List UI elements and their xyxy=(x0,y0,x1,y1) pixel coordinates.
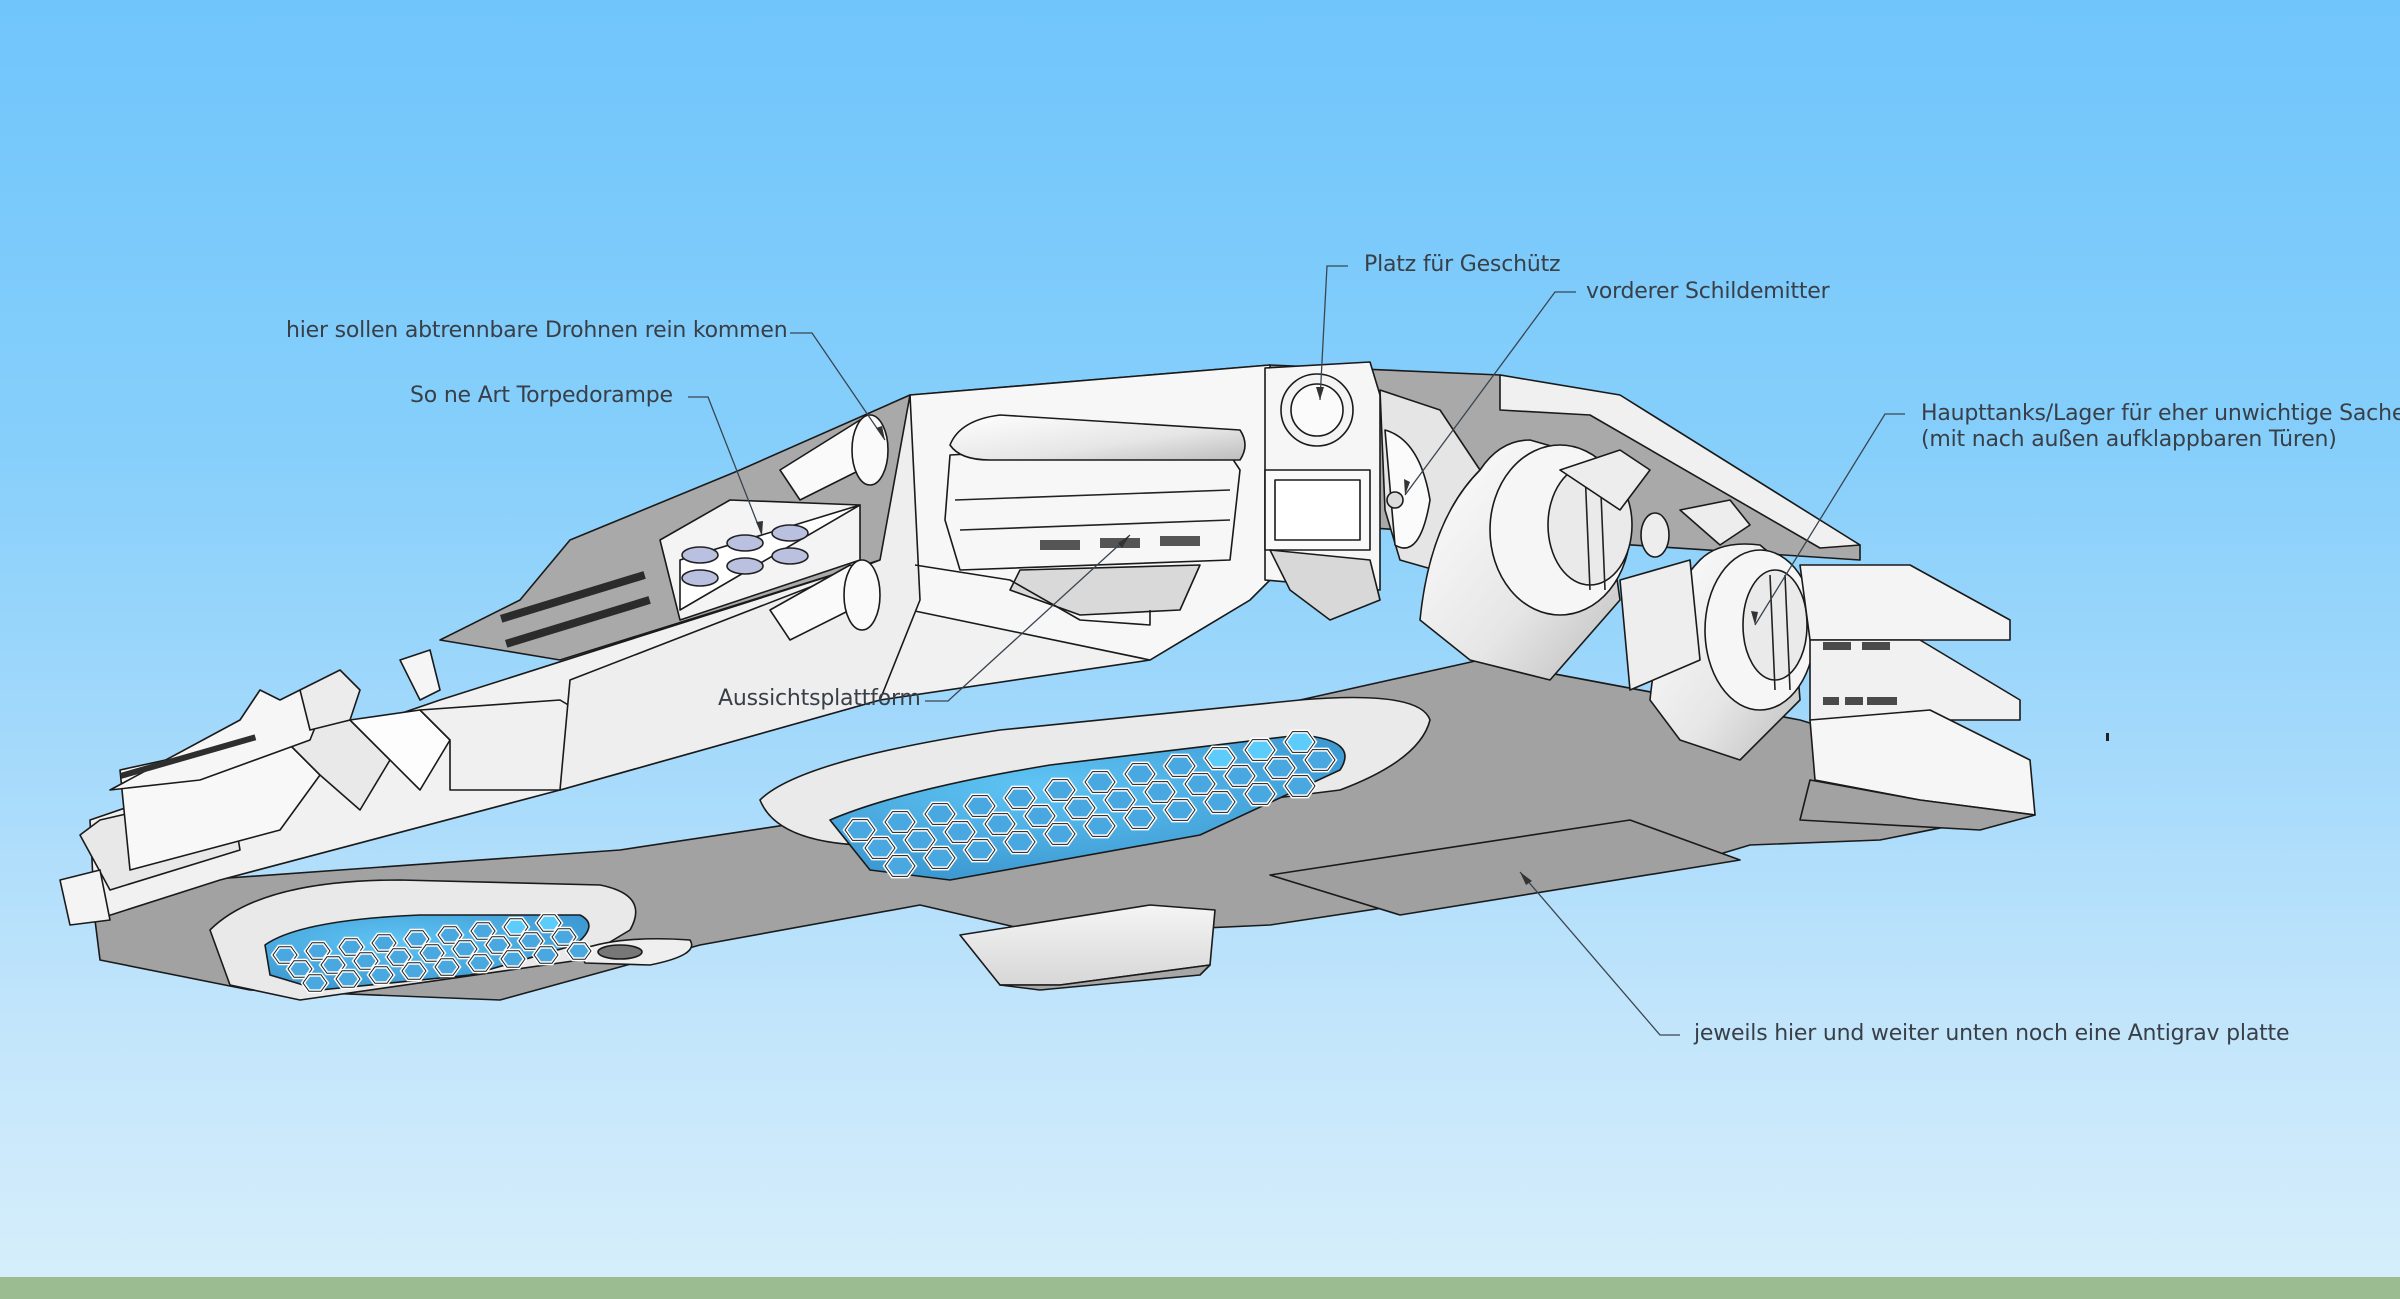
hex-cell-edge xyxy=(1164,755,1196,777)
hex-cell xyxy=(1162,797,1198,823)
leader-gun xyxy=(1319,265,1348,401)
hex-cell-edge xyxy=(1004,831,1036,853)
hex-cell xyxy=(882,853,918,879)
label-storage-tanks: Haupttanks/Lager für eher unwichtige Sac… xyxy=(1921,401,2400,452)
leader-tanks xyxy=(1754,413,1905,626)
label-antigrav-plate: jeweils hier und weiter unten noch eine … xyxy=(1694,1021,2290,1046)
hex-cell-edge xyxy=(924,803,956,825)
hex-cell-edge xyxy=(984,813,1016,835)
leader-lines xyxy=(688,265,1905,1036)
hex-cell-edge xyxy=(1224,765,1256,787)
label-drone-bays: hier sollen abtrennbare Drohnen rein kom… xyxy=(286,318,788,343)
stern-decks xyxy=(1799,564,2036,831)
hex-cell-edge xyxy=(1284,775,1316,797)
hex-cell-edge xyxy=(1244,739,1276,761)
hex-cell xyxy=(1122,805,1158,831)
hex-cell-edge xyxy=(566,942,592,960)
hex-cell xyxy=(1302,747,1338,773)
arrowhead xyxy=(876,426,885,440)
gun-mount xyxy=(1264,361,1381,621)
hex-cell-edge xyxy=(1104,789,1136,811)
leader-antigrav xyxy=(1519,871,1680,1036)
leader-arrowheads xyxy=(756,387,1758,885)
antigrav-plate xyxy=(1269,819,1741,916)
arrowhead xyxy=(1118,535,1130,548)
hex-cell-edge xyxy=(1144,781,1176,803)
hull-vents xyxy=(500,571,651,648)
hex-cell-edge xyxy=(844,819,876,841)
hex-cell-edge xyxy=(1084,815,1116,837)
arrowhead xyxy=(1404,479,1410,495)
hex-cell-edge xyxy=(1264,757,1296,779)
hex-cell-edge xyxy=(1284,731,1316,753)
hex-cell-edge xyxy=(401,962,427,980)
leader-shield xyxy=(1404,291,1576,496)
hex-cell xyxy=(1282,773,1318,799)
hex-cell-edge xyxy=(1044,823,1076,845)
stray-mark xyxy=(2106,733,2109,741)
hex-cell xyxy=(1202,789,1238,815)
hex-cell-edge xyxy=(924,847,956,869)
hex-cell-edge xyxy=(1204,747,1236,769)
nose-vent-strip xyxy=(120,734,257,779)
leader-drones xyxy=(790,332,886,441)
hex-cell-edge xyxy=(1084,771,1116,793)
label-torpedo-ramp: So ne Art Torpedorampe xyxy=(410,383,673,408)
hex-cell-edge xyxy=(1044,779,1076,801)
hex-cell-edge xyxy=(904,829,936,851)
hex-cell-edge xyxy=(1024,805,1056,827)
hex-cell-edge xyxy=(1064,797,1096,819)
observation-platform xyxy=(914,414,1246,626)
leader-platform xyxy=(925,534,1131,702)
hex-cell-edge xyxy=(884,811,916,833)
hex-cell xyxy=(1082,813,1118,839)
leader-torpedo xyxy=(688,396,763,536)
hex-cell-edge xyxy=(302,974,328,992)
hex-cell-edge xyxy=(467,954,493,972)
arrowhead xyxy=(756,521,763,535)
hex-cell xyxy=(1002,829,1038,855)
hex-cell-edge xyxy=(1124,807,1156,829)
hex-cell xyxy=(1242,781,1278,807)
hex-cell-edge xyxy=(884,855,916,877)
hex-cell-grid xyxy=(270,729,1338,994)
hex-cell-edge xyxy=(964,839,996,861)
arrowhead xyxy=(1520,872,1532,885)
hex-cell-edge xyxy=(1164,799,1196,821)
hex-cell-edge xyxy=(1204,791,1236,813)
hex-cell-edge xyxy=(500,950,526,968)
hex-cell xyxy=(962,837,998,863)
label-shield-emitter: vorderer Schildemitter xyxy=(1586,279,1830,304)
arrowhead xyxy=(1751,611,1758,625)
hex-cell-edge xyxy=(964,795,996,817)
hex-cell xyxy=(1042,821,1078,847)
hex-cell-edge xyxy=(335,970,361,988)
hex-cell-edge xyxy=(533,946,559,964)
hex-cell-edge xyxy=(1184,773,1216,795)
torpedo-ramp xyxy=(659,499,861,621)
hex-cell-edge xyxy=(434,958,460,976)
arrowhead xyxy=(1316,387,1324,400)
hex-cell-edge xyxy=(1004,787,1036,809)
tank-vent xyxy=(1619,559,1701,691)
hex-cell-edge xyxy=(1124,763,1156,785)
hex-cell-edge xyxy=(1304,749,1336,771)
ground-plane xyxy=(0,1277,2400,1299)
drone-hatch xyxy=(769,414,889,641)
hex-cell xyxy=(922,845,958,871)
label-gun-mount: Platz für Geschütz xyxy=(1364,252,1561,277)
hex-cell-edge xyxy=(1244,783,1276,805)
hex-cell-edge xyxy=(944,821,976,843)
hex-cell-edge xyxy=(368,966,394,984)
hex-cell-edge xyxy=(864,837,896,859)
label-observation-platform: Aussichtsplattform xyxy=(718,686,921,711)
lower-pod xyxy=(959,904,1216,991)
